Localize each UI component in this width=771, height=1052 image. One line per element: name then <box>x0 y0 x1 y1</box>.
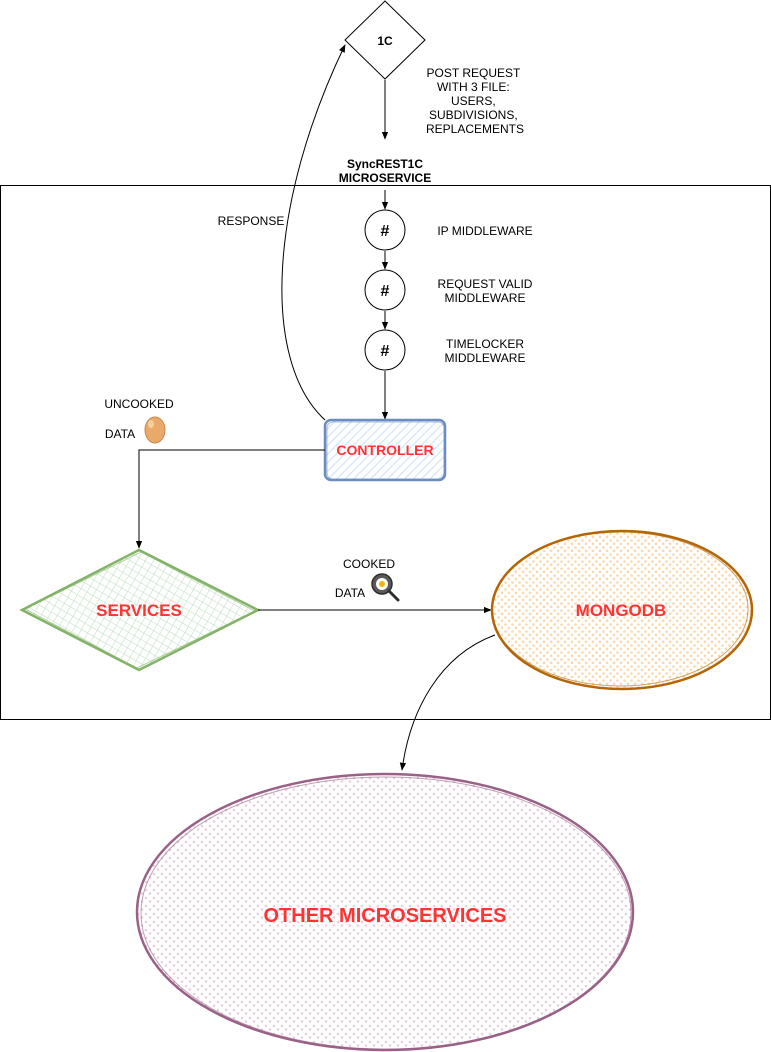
hash-icon: # <box>381 343 390 360</box>
cooked-label-2: DATA <box>335 586 365 600</box>
services-node[interactable]: SERVICES <box>19 548 261 672</box>
timelocker-middleware-label-1: TIMELOCKER <box>446 337 524 351</box>
request-valid-middleware-label-1: REQUEST VALID <box>438 277 533 291</box>
hash-icon: # <box>381 223 390 240</box>
timelocker-middleware-label-2: MIDDLEWARE <box>445 351 526 365</box>
source-1c-label: 1C <box>377 34 393 48</box>
hash-icon: # <box>381 283 390 300</box>
cooked-label-1: COOKED <box>343 557 395 571</box>
post-request-text: POST REQUEST WITH 3 FILE: USERS, SUBDIVI… <box>426 66 524 136</box>
controller-to-services-arrow <box>135 449 325 549</box>
post-request-line: WITH 3 FILE: <box>437 80 510 94</box>
uncooked-label-2: DATA <box>105 427 135 441</box>
timelocker-middleware-node[interactable]: # <box>364 329 406 371</box>
uncooked-label-1: UNCOOKED <box>104 397 174 411</box>
response-arrow <box>281 44 346 421</box>
post-request-line: SUBDIVISIONS, <box>429 108 518 122</box>
controller-node[interactable]: CONTROLLER <box>323 418 447 482</box>
mongodb-to-other-arrow <box>399 634 496 771</box>
post-request-line: REPLACEMENTS <box>426 122 524 136</box>
ip-middleware-node[interactable]: # <box>364 209 406 251</box>
post-request-line: USERS, <box>451 94 496 108</box>
mongodb-node[interactable]: MONGODB <box>490 529 754 691</box>
microservice-subtitle: MICROSERVICE <box>339 171 431 185</box>
microservice-title: SyncREST1C <box>347 157 423 171</box>
frying-pan-icon <box>371 573 400 602</box>
controller-label: CONTROLLER <box>336 442 433 458</box>
other-microservices-label: OTHER MICROSERVICES <box>264 905 507 927</box>
request-valid-middleware-node[interactable]: # <box>364 269 406 311</box>
response-label: RESPONSE <box>218 214 285 228</box>
other-microservices-node[interactable]: OTHER MICROSERVICES <box>135 772 635 1052</box>
services-label: SERVICES <box>96 601 182 620</box>
egg-icon <box>144 416 166 444</box>
request-valid-middleware-label-2: MIDDLEWARE <box>445 291 526 305</box>
ip-middleware-label: IP MIDDLEWARE <box>437 224 532 238</box>
source-1c-node[interactable]: 1C <box>344 0 426 80</box>
mongodb-label: MONGODB <box>576 601 667 620</box>
post-request-line: POST REQUEST <box>427 66 521 80</box>
